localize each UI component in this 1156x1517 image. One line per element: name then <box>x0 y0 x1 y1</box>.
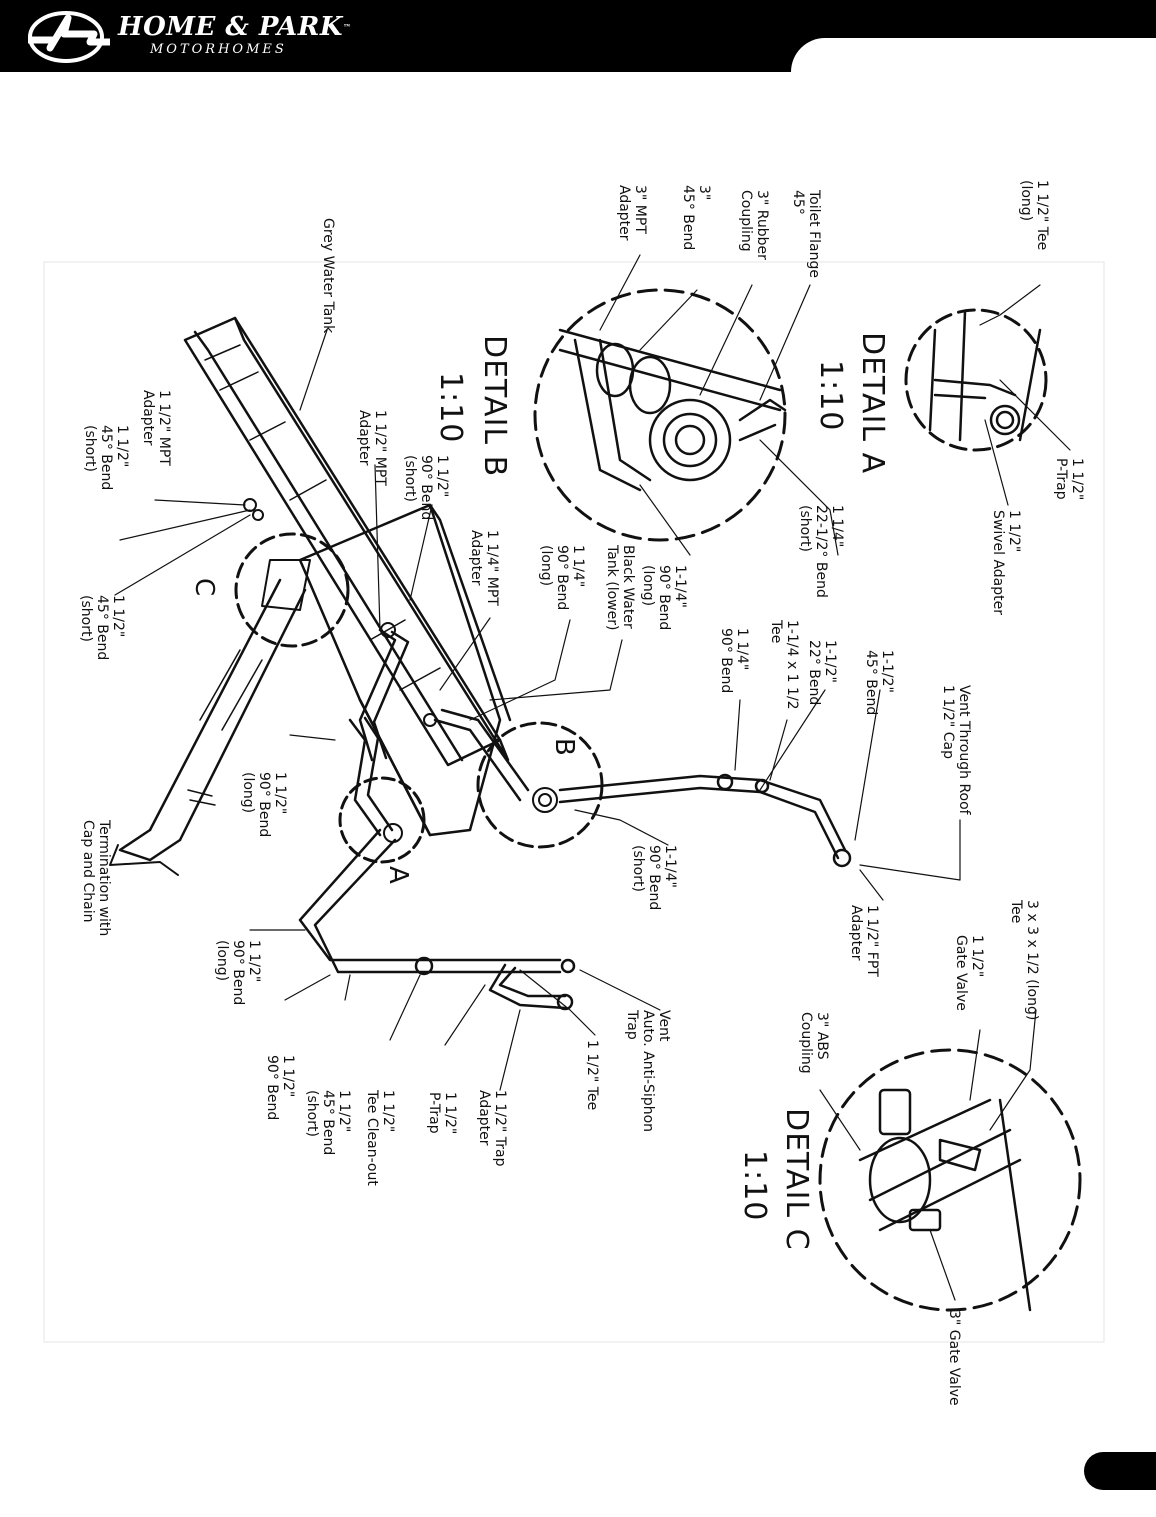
label-gate-valve-3: 3" Gate Valve <box>946 1310 962 1406</box>
detail-c-title: DETAIL C <box>779 1108 814 1251</box>
detail-a-title: DETAIL A <box>855 332 890 475</box>
header-tab-cutout <box>791 38 1156 72</box>
label-tee-114x112: 1-1/4 x 1 1/2 Tee <box>768 620 800 710</box>
detail-c-circle <box>818 1048 1082 1312</box>
label-abs-coupling: 3" ABS Coupling <box>798 1012 830 1074</box>
label-bend-90-short-112: 1 1/2" 90° Bend (short) <box>402 455 450 521</box>
label-bend-90-short-1-14: 1-1/4" 90° Bend (short) <box>630 845 678 911</box>
label-mpt-adapter-112-upper: 1 1/2" MPT Adapter <box>356 410 388 486</box>
label-bend-22-112: 1-1/2" 22° Bend <box>806 640 838 706</box>
detail-c-drawing <box>858 1088 1032 1312</box>
label-bend-90-114: 1 1/4" 90° Bend <box>718 628 750 694</box>
detail-a-drawing <box>928 310 1042 442</box>
label-bend-45-short-112-low: 1 1/2" 45° Bend (short) <box>304 1090 352 1156</box>
page-number-badge <box>1084 1452 1156 1490</box>
detail-a-circle <box>904 308 1048 452</box>
section-letter-a: A <box>383 866 413 884</box>
grey-water-tank <box>183 316 510 767</box>
brand-subtitle: MOTORHOMES <box>150 42 287 57</box>
label-ptrap-a: 1 1/2" P-Trap <box>1053 458 1085 501</box>
label-grey-water-tank: Grey Water Tank <box>320 218 336 334</box>
label-tee-cleanout: 1 1/2" Tee Clean-out <box>364 1090 396 1186</box>
label-bend-90-long-114: 1 1/4" 90° Bend (long) <box>538 545 586 611</box>
drain-termination-pipe <box>109 578 307 876</box>
callout-b-circle <box>476 721 604 849</box>
label-black-water-tank: Black Water Tank (lower) <box>604 545 636 631</box>
lower-drain-line <box>298 828 576 1011</box>
label-bend-45-1-12: 1-1/2" 45° Bend <box>863 650 895 716</box>
brand-name: HOME & PARK™ <box>118 12 352 42</box>
label-termination: Termination with Cap and Chain <box>80 820 112 937</box>
roof-vent-pipe <box>558 773 852 868</box>
page-number <box>1084 1452 1156 1490</box>
pipe-runs <box>348 628 530 837</box>
label-gate-valve-112: 1 1/2" Gate Valve <box>953 935 985 1011</box>
label-mpt-adapter-112-lower: 1 1/2" MPT Adapter <box>140 390 172 466</box>
label-tee-112: 1 1/2" Tee <box>584 1040 600 1111</box>
label-tee-long: 1 1/2" Tee (long) <box>1018 180 1050 251</box>
detail-c-scale: 1:10 <box>737 1150 772 1222</box>
label-ptrap-main: 1 1/2" P-Trap <box>426 1092 458 1135</box>
black-water-tank <box>298 503 512 837</box>
fittings <box>243 498 558 843</box>
callout-a-circle <box>338 776 426 864</box>
detail-b-scale: 1:10 <box>433 372 468 444</box>
detail-b-drawing <box>558 328 787 492</box>
home-park-logo-icon <box>28 11 110 63</box>
label-bend-90-long-112-low: 1 1/2" 90° Bend (long) <box>214 940 262 1006</box>
label-bend-90-long-112-mid: 1 1/2" 90° Bend (long) <box>240 772 288 838</box>
label-toilet-flange: Toilet Flange 45° <box>790 190 822 278</box>
label-mpt-adapter-114: 1 1/4" MPT Adapter <box>468 530 500 606</box>
drawing-border <box>43 261 1105 1343</box>
section-letter-b: B <box>549 738 579 756</box>
brand-trademark: ™ <box>342 22 352 32</box>
label-bend-90-112: 1 1/2" 90° Bend <box>264 1055 296 1121</box>
label-bend-45-3: 3" 45° Bend <box>680 185 712 251</box>
label-bend-45-short-112-upper: 1 1/2" 45° Bend (short) <box>82 425 130 491</box>
detail-b-title: DETAIL B <box>477 335 512 478</box>
label-tee-3x3: 3 x 3 x 1/2 (long) Tee <box>1008 900 1040 1021</box>
label-swivel-adapter: 1 1/2" Swivel Adapter <box>990 510 1022 616</box>
label-rubber-coupling: 3" Rubber Coupling <box>738 190 770 260</box>
label-bend-90-long-1-14: 1-1/4" 90° Bend (long) <box>640 565 688 631</box>
label-bend-22-short: 1 1/4" 22-1/2° Bend (short) <box>797 505 845 598</box>
label-vent-through-roof: Vent Through Roof 1 1/2" Cap <box>940 685 972 815</box>
label-mpt-adapter-3: 3" MPT Adapter <box>616 185 648 241</box>
section-letter-c: C <box>189 578 219 597</box>
callout-c-circle <box>234 532 350 648</box>
label-vent-anti-siphon: Vent Auto. Anti-Siphon Trap <box>624 1010 672 1133</box>
detail-a-scale: 1:10 <box>813 360 848 432</box>
detail-b-circle <box>533 288 787 542</box>
leader-lines <box>114 254 1071 1301</box>
label-bend-45-short-112-side: 1 1/2" 45° Bend (short) <box>78 595 126 661</box>
label-fpt-adapter: 1 1/2" FPT Adapter <box>848 905 880 977</box>
page-header: HOME & PARK™ MOTORHOMES <box>0 0 1156 72</box>
label-trap-adapter: 1 1/2" Trap Adapter <box>476 1090 508 1167</box>
